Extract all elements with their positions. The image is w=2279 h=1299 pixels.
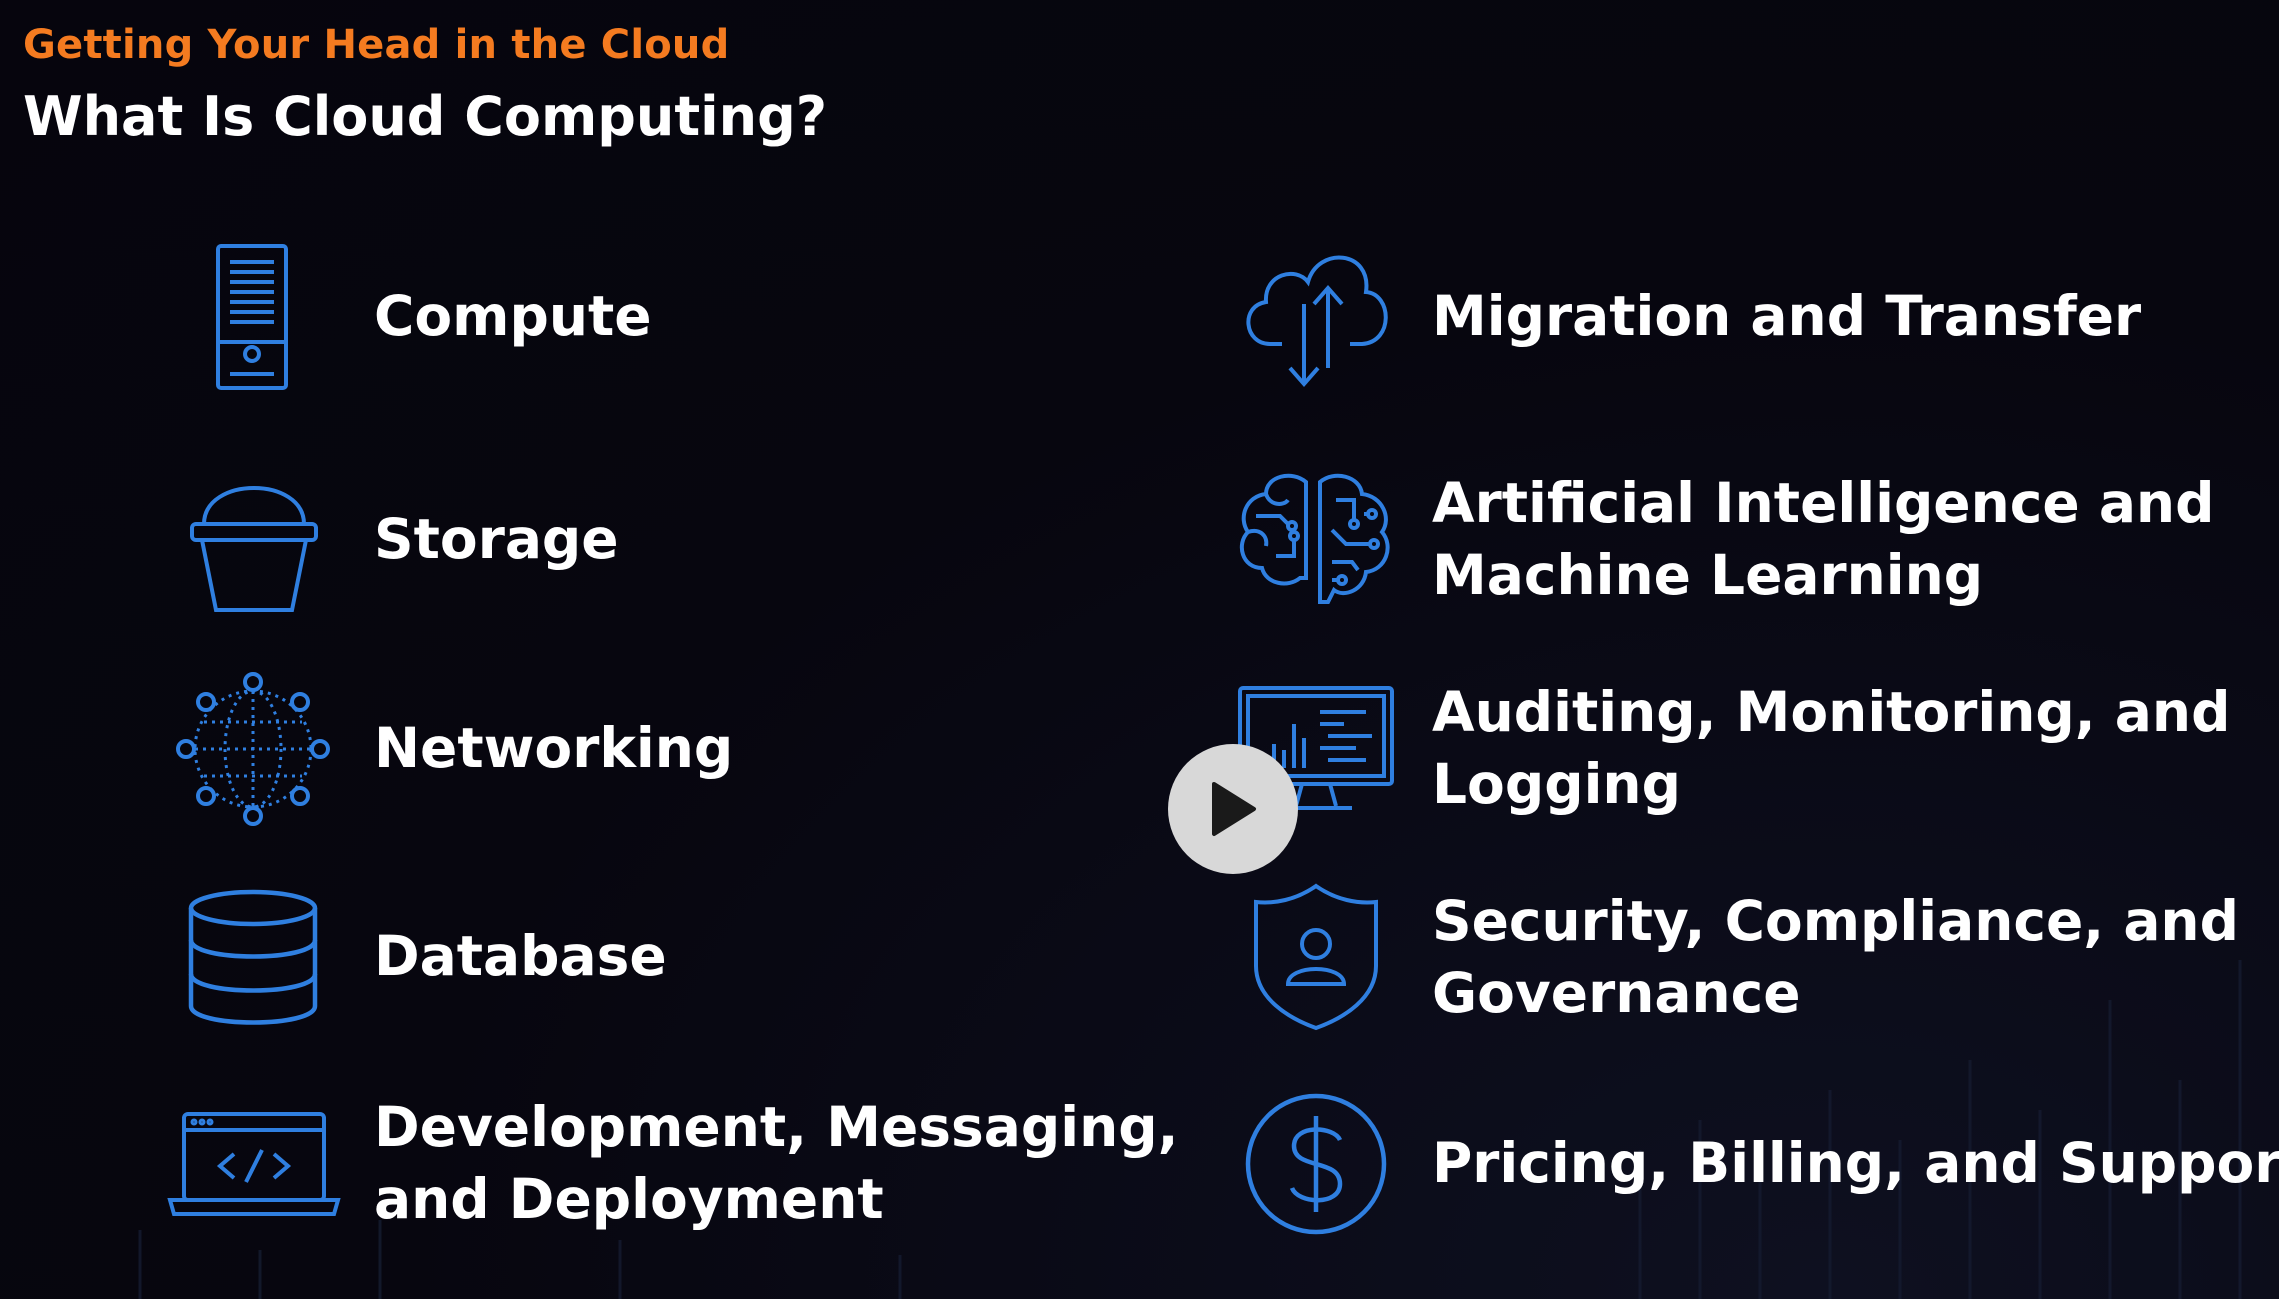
database-icon bbox=[186, 888, 320, 1026]
item-label-compute: Compute bbox=[374, 284, 652, 348]
page-title: What Is Cloud Computing? bbox=[23, 85, 828, 148]
bucket-icon bbox=[186, 462, 322, 614]
monitor-chart-icon bbox=[1236, 684, 1396, 812]
item-label-migration: Migration and Transfer bbox=[1432, 284, 2142, 348]
item-label-storage: Storage bbox=[374, 507, 619, 571]
play-icon bbox=[1212, 782, 1256, 836]
section-eyebrow: Getting Your Head in the Cloud bbox=[23, 22, 730, 68]
item-label-development-line2: and Deployment bbox=[374, 1167, 884, 1231]
item-label-networking: Networking bbox=[374, 716, 734, 780]
server-icon bbox=[212, 242, 292, 392]
item-label-auditing-line1: Auditing, Monitoring, and bbox=[1432, 680, 2231, 744]
item-label-ai-ml-line1: Artificial Intelligence and bbox=[1432, 471, 2215, 535]
shield-user-icon bbox=[1252, 882, 1380, 1032]
item-label-security-line1: Security, Compliance, and bbox=[1432, 889, 2239, 953]
item-label-pricing: Pricing, Billing, and Support bbox=[1432, 1131, 2279, 1195]
brain-circuit-icon bbox=[1236, 470, 1396, 606]
item-label-auditing-line2: Logging bbox=[1432, 752, 1681, 816]
laptop-code-icon bbox=[167, 1110, 341, 1218]
dollar-circle-icon bbox=[1244, 1092, 1388, 1236]
item-label-development-line1: Development, Messaging, bbox=[374, 1095, 1179, 1159]
item-label-database: Database bbox=[374, 924, 667, 988]
play-button[interactable] bbox=[1168, 744, 1298, 874]
item-label-ai-ml-line2: Machine Learning bbox=[1432, 543, 1984, 607]
globe-network-icon bbox=[176, 672, 330, 826]
cloud-transfer-icon bbox=[1238, 244, 1394, 390]
item-label-security-line2: Governance bbox=[1432, 961, 1801, 1025]
